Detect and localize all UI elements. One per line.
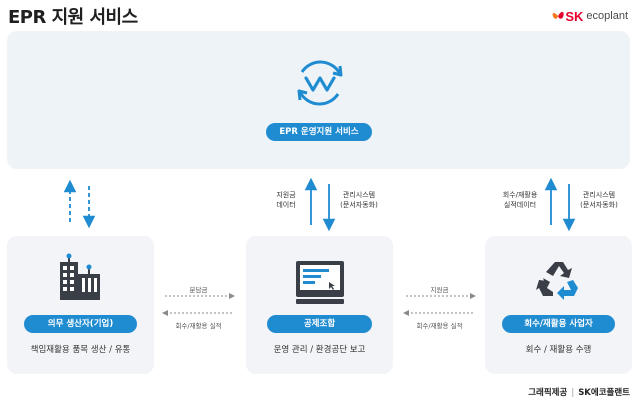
flow-left-bottom-label: 회수/재활용 실적 (175, 322, 222, 330)
butterfly-icon (552, 11, 564, 19)
association-desc: 운영 관리 / 환경공단 보고 (273, 345, 366, 355)
building-icon (60, 253, 100, 300)
producer-label: 의무 생산자(기업) (24, 315, 137, 333)
footer-right: SK에코플랜트 (578, 388, 630, 398)
page-title: EPR 지원 서비스 (8, 7, 138, 28)
footer-left: 그래픽제공 (528, 388, 568, 398)
recycle-icon (536, 262, 578, 300)
logo-brand: SK (565, 8, 584, 24)
recycler-label: 회수/재활용 사업자 (502, 315, 615, 333)
association-label: 공제조합 (267, 315, 372, 333)
card-recycler: 회수/재활용 사업자 회수 / 재활용 수행 (485, 236, 632, 374)
card-producer: 의무 생산자(기업) 책임재활용 품목 생산 / 유통 (7, 236, 154, 374)
card-association: 공제조합 운영 관리 / 환경공단 보고 (246, 236, 393, 374)
recycler-desc: 회수 / 재활용 수행 (525, 345, 592, 355)
flow-right-top-label: 지원금 (430, 286, 449, 294)
flow-right-bottom-label: 회수/재활용 실적 (416, 322, 463, 330)
flow-left-top-label: 분담금 (189, 286, 208, 294)
recycle-w-icon (297, 60, 343, 106)
producer-desc: 책임재활용 품목 생산 / 유통 (30, 345, 131, 355)
monitor-icon (296, 261, 344, 304)
label-mid-right: 관리시스템(문서자동화) (340, 191, 378, 209)
logo-sub: ecoplant (586, 10, 628, 22)
footer-credit: 그래픽제공|SK에코플랜트 (528, 388, 630, 398)
sk-ecoplant-logo: SK ecoplant (551, 4, 628, 28)
epr-service-panel (7, 31, 630, 169)
center-service-pill: EPR 운영지원 서비스 (266, 123, 372, 141)
label-right-right: 관리시스템(문서자동화) (580, 191, 618, 209)
